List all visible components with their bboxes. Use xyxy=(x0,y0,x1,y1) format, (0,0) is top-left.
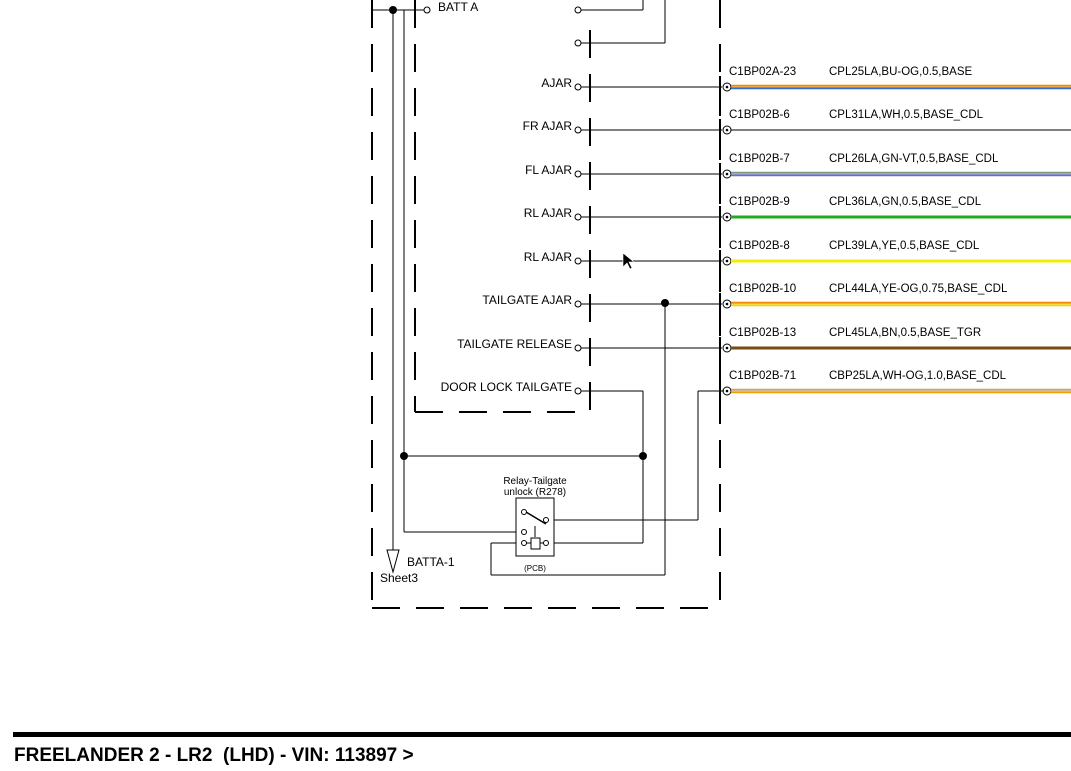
pin-label: FR AJAR xyxy=(523,119,573,133)
batta-label: BATTA-1 xyxy=(407,555,455,569)
batt-a-label: BATT A xyxy=(438,0,478,14)
circuit-spec: CPL44LA,YE-OG,0.75,BASE_CDL xyxy=(829,283,1008,295)
pin-row: FL AJAR C1BP02B-7 CPL26LA,GN-VT,0.5,BASE_C… xyxy=(525,153,1071,185)
pin-row: TAILGATE AJAR C1BP02B-10 CPL44LA,YE-OG,0.7… xyxy=(482,283,1071,315)
pin-label: TAILGATE AJAR xyxy=(482,293,572,307)
connector-id: C1BP02B-6 xyxy=(729,109,790,121)
circuit-spec: CPL45LA,BN,0.5,BASE_TGR xyxy=(829,327,981,339)
circuit-spec: CPL26LA,GN-VT,0.5,BASE_CDL xyxy=(829,153,999,165)
pin-terminal xyxy=(574,213,582,221)
pin-terminal xyxy=(574,344,582,352)
batta-arrow-icon xyxy=(386,549,400,574)
connector-pin-dot xyxy=(725,389,729,393)
tailgate-ajar-junction xyxy=(661,299,669,307)
connector-id: C1BP02B-8 xyxy=(729,240,790,252)
pin-terminal xyxy=(574,257,582,265)
pin-terminal xyxy=(574,170,582,178)
connector-id: C1BP02B-13 xyxy=(729,327,796,339)
pin-row: FR AJAR C1BP02B-6 CPL31LA,WH,0.5,BASE_CDL xyxy=(523,109,1071,141)
relay-name-2: unlock (R278) xyxy=(504,487,566,498)
circuit-spec: CPL25LA,BU-OG,0.5,BASE xyxy=(829,66,973,78)
batt-a-junction xyxy=(389,6,397,14)
pin-terminal xyxy=(574,83,582,91)
connector-pin-dot xyxy=(725,302,729,306)
connector-id: C1BP02B-9 xyxy=(729,196,790,208)
circuit-spec: CPL36LA,GN,0.5,BASE_CDL xyxy=(829,196,982,208)
connector-pin-dot xyxy=(725,346,729,350)
pin-label: TAILGATE RELEASE xyxy=(457,337,572,351)
relay-name: Relay-Tailgate xyxy=(503,476,567,487)
connector-id: C1BP02B-10 xyxy=(729,283,796,295)
circuit-spec: CPL39LA,YE,0.5,BASE_CDL xyxy=(829,240,980,252)
connector-pin-dot xyxy=(725,215,729,219)
pin-rows: AJAR C1BP02A-23 CPL25LA,BU-OG,0.5,BASE FR A… xyxy=(441,66,1071,402)
pin-label: AJAR xyxy=(541,76,572,90)
pin-terminal xyxy=(574,387,582,395)
footer-title: FREELANDER 2 - LR2 (LHD) - VIN: 113897 > xyxy=(14,745,414,766)
connector-id: C1BP02B-7 xyxy=(729,153,790,165)
mouse-cursor-icon xyxy=(622,252,635,270)
pin-terminal xyxy=(574,300,582,308)
connector-pin-dot xyxy=(725,259,729,263)
pin-label: RL AJAR xyxy=(524,250,573,264)
relay-wiring xyxy=(404,303,724,576)
connector-id: C1BP02A-23 xyxy=(729,66,796,78)
sheet-label: Sheet3 xyxy=(380,571,418,585)
pin-label: DOOR LOCK TAILGATE xyxy=(441,380,572,394)
batt-a-wiring xyxy=(372,0,666,560)
pin-terminal xyxy=(574,126,582,134)
pin-row: AJAR C1BP02A-23 CPL25LA,BU-OG,0.5,BASE xyxy=(541,66,1071,98)
circuit-spec: CBP25LA,WH-OG,1.0,BASE_CDL xyxy=(829,370,1007,382)
connector-pin-dot xyxy=(725,128,729,132)
splice-left xyxy=(400,452,408,460)
connector-pin-dot xyxy=(725,85,729,89)
relay-pcb-label: (PCB) xyxy=(524,564,546,573)
module-boundary xyxy=(371,0,721,609)
connector-pin-dot xyxy=(725,172,729,176)
footer-rule xyxy=(13,732,1071,737)
pin-row: DOOR LOCK TAILGATE C1BP02B-71 CBP25LA,WH-O… xyxy=(441,370,1071,402)
splice-right xyxy=(639,452,647,460)
pin-label: FL AJAR xyxy=(525,163,572,177)
pin-row: TAILGATE RELEASE C1BP02B-13 CPL45LA,BN,0.5… xyxy=(457,327,1071,359)
circuit-spec: CPL31LA,WH,0.5,BASE_CDL xyxy=(829,109,984,121)
connector-id: C1BP02B-71 xyxy=(729,370,796,382)
pin-label: RL AJAR xyxy=(524,206,573,220)
pin-row: RL AJAR C1BP02B-9 CPL36LA,GN,0.5,BASE_CDL xyxy=(524,196,1071,228)
pin-row: RL AJAR C1BP02B-8 CPL39LA,YE,0.5,BASE_CDL xyxy=(524,240,1071,272)
relay-tailgate-unlock xyxy=(515,497,555,557)
